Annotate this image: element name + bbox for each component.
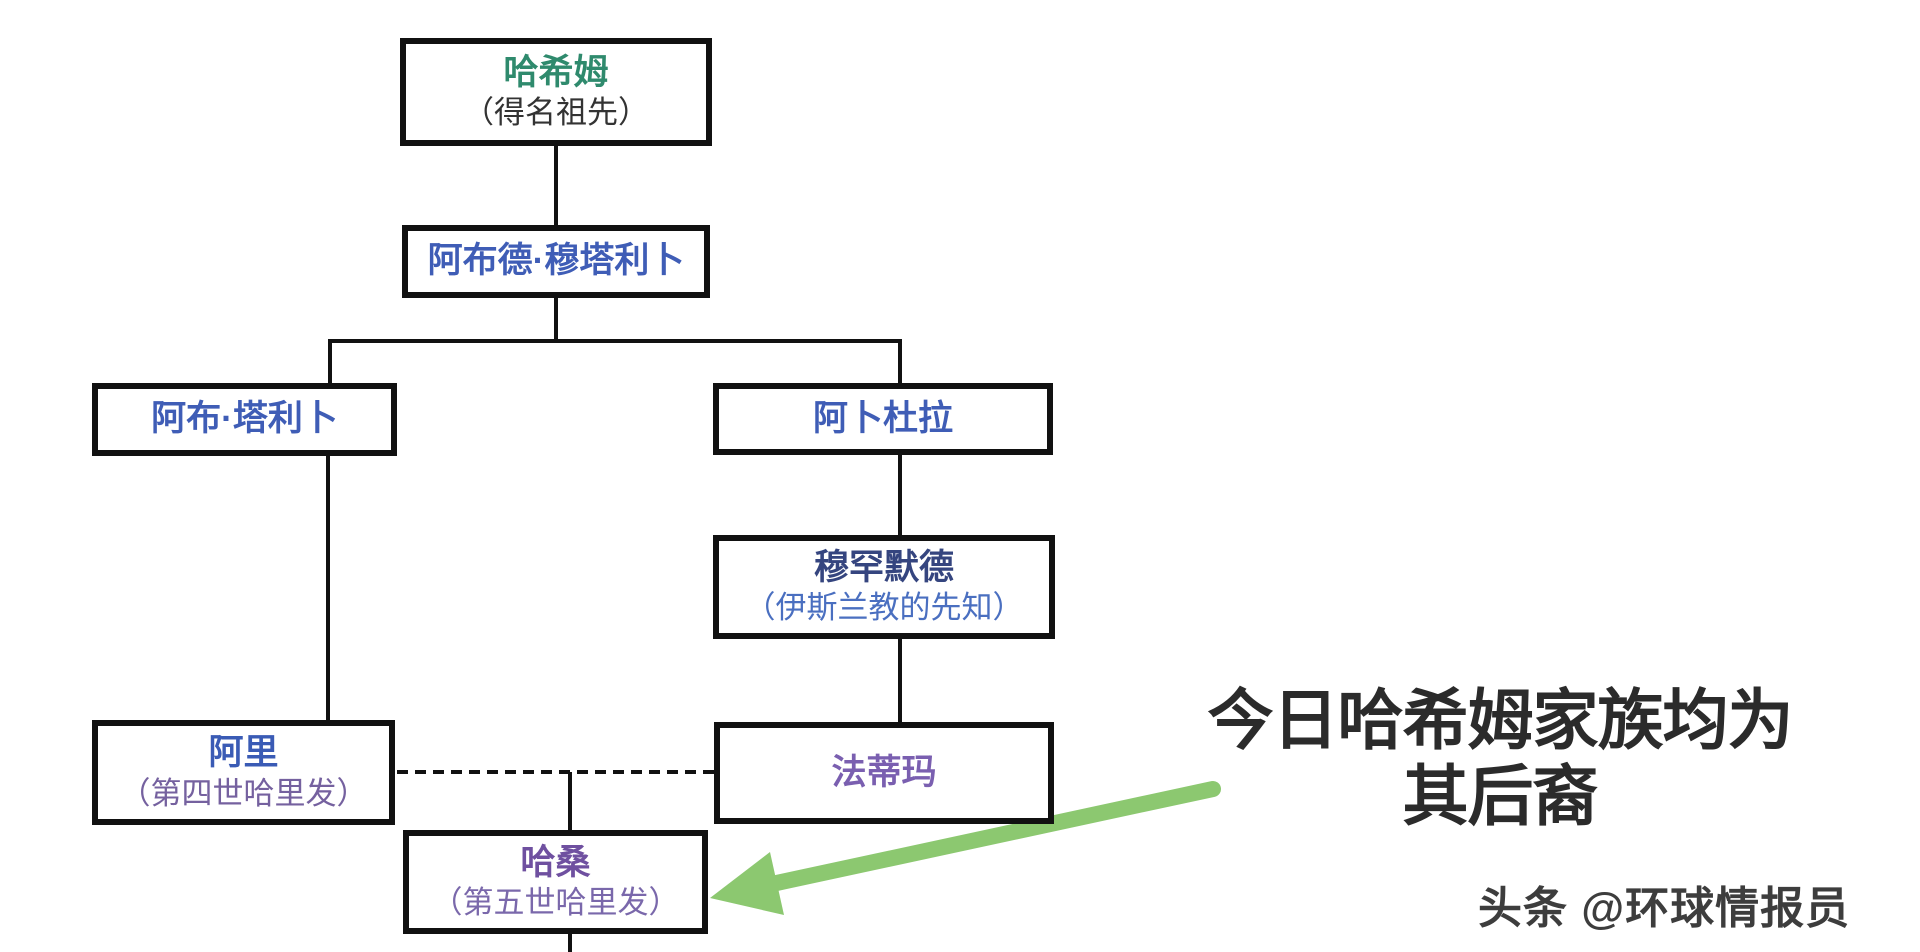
- node-name: 阿里: [208, 733, 279, 773]
- node-name: 法蒂玛: [831, 752, 937, 792]
- node-fatima: 法蒂玛: [714, 722, 1054, 824]
- node-subtitle: （得名祖先）: [463, 95, 649, 131]
- node-subtitle: （第五世哈里发）: [431, 885, 680, 921]
- annotation-line-2: 其后裔: [1402, 758, 1599, 833]
- node-name: 阿布·塔利卜: [151, 399, 338, 439]
- node-subtitle: （伊斯兰教的先知）: [744, 590, 1024, 626]
- green-arrow: [710, 781, 1221, 915]
- node-abd-muttalib: 阿布德·穆塔利卜: [402, 225, 710, 298]
- node-hashim: 哈希姆 （得名祖先）: [400, 38, 712, 146]
- node-hasan: 哈桑 （第五世哈里发）: [403, 830, 708, 934]
- node-abu-talib: 阿布·塔利卜: [92, 383, 397, 456]
- annotation-text: 今日哈希姆家族均为 其后裔: [1105, 683, 1895, 835]
- node-abdullah: 阿卜杜拉: [713, 383, 1053, 455]
- tree-connectors: [326, 146, 902, 952]
- node-name: 哈希姆: [503, 52, 609, 92]
- node-name: 阿布德·穆塔利卜: [427, 241, 685, 281]
- annotation-line-1: 今日哈希姆家族均为: [1207, 683, 1794, 757]
- watermark: 头条 @环球情报员: [1478, 884, 1851, 933]
- node-ali: 阿里 （第四世哈里发）: [92, 720, 395, 825]
- node-name: 阿卜杜拉: [812, 398, 953, 438]
- node-subtitle: （第四世哈里发）: [119, 775, 368, 811]
- arrowhead-icon: [710, 852, 784, 915]
- node-name: 哈桑: [520, 842, 591, 882]
- node-muhammad: 穆罕默德 （伊斯兰教的先知）: [713, 535, 1055, 639]
- node-name: 穆罕默德: [813, 547, 954, 587]
